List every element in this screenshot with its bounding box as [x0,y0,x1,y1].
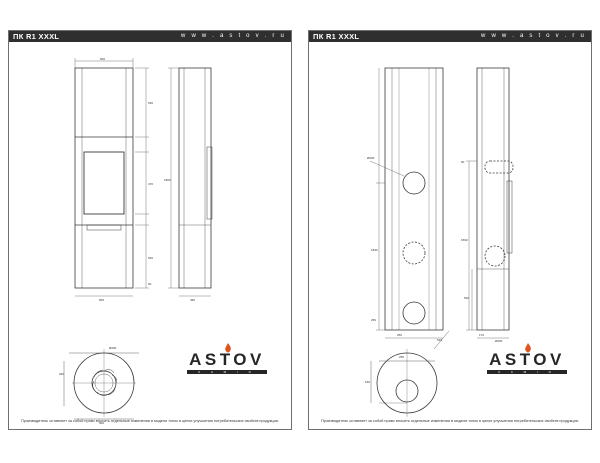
swirl-vents [92,369,117,396]
brand-logo: ASTOV K A M I N [177,343,277,377]
dim-plan-depth: 260 [59,372,64,376]
dim-front-height: 1830 [371,248,378,252]
brand-logo: ASTOV K A M I N [477,343,577,377]
dim-bottom: 60 [148,282,152,286]
dim-front-width: 500 [99,298,104,302]
dim-pipe-diameter: Ø200 [109,346,117,350]
dim-side-height: 1590 [461,238,468,242]
side-view-body [476,67,510,331]
sheet-header: ПК R1 XXXL w w w . a s t o v . r u [9,31,291,42]
top-outlet [402,171,426,195]
front-view-body [74,67,134,289]
dim-plan-top: 250 [399,355,404,359]
brand-subtitle: K A M I N [487,370,567,374]
disclaimer-text: Производитель оставляет за собой право в… [21,419,279,423]
dim-side-diameter: Ø200 [495,339,503,343]
dim-side-low: 520 [464,296,469,300]
dim-front-bottom: 250 [371,318,376,322]
dim-top-diameter: Ø200 [367,156,375,160]
fire-door [83,151,125,215]
flame-icon [225,343,231,353]
brand-subtitle: K A M I N [187,370,267,374]
dim-side-width: 490 [190,298,195,302]
dim-front-offset: 250 [397,333,402,337]
front-view-body [384,67,444,331]
drawing-sheet-right: ПК R1 XXXL w w w . a s t o v . r u [308,30,592,430]
flame-icon [525,343,531,353]
dim-total-height: 1800 [164,178,171,182]
brand-name: ASTOV [489,350,565,369]
dim-door-height: 470 [148,182,153,186]
technical-drawing-right: Ø200 1830 250 250 1590 60 520 170 Ø200 2… [365,67,514,417]
sheet-website: w w w . a s t o v . r u [481,33,586,39]
dim-plan-width: 500 [99,421,104,425]
dim-lower-section: 520 [148,256,153,260]
sheet-title: ПК R1 XXXL [313,32,360,41]
dim-upper-section: 530 [148,101,153,105]
side-view-body [178,67,212,289]
drawing-sheet-left: ПК R1 XXXL w w w . a s t o v . r u [8,30,292,430]
dim-plan-side: 520 [437,338,442,342]
sheet-title: ПК R1 XXXL [13,32,60,41]
sheet-header: ПК R1 XXXL w w w . a s t o v . r u [309,31,591,42]
disclaimer-text: Производитель оставляет за собой право в… [321,419,579,423]
technical-drawing-left: 500 530 470 520 1800 60 490 500 [59,57,213,425]
dim-top-width: 500 [100,57,105,61]
dim-side-offset: 170 [479,333,484,337]
brand-name: ASTOV [189,350,265,369]
dim-side-top: 60 [461,160,465,164]
dim-plan-left: 160 [365,380,370,384]
sheet-website: w w w . a s t o v . r u [181,33,286,39]
